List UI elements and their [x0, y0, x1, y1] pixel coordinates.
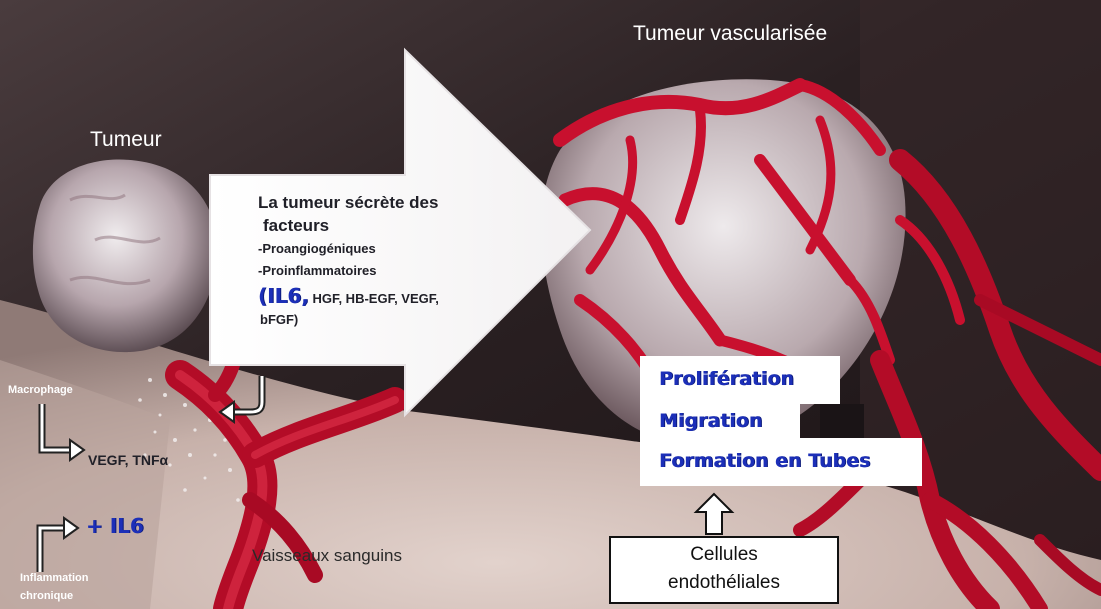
proliferation-label: Prolifération — [659, 368, 794, 390]
macrophage-label: Macrophage — [8, 384, 73, 396]
proangiogenic-label: -Proangiogéniques — [258, 241, 376, 256]
factors-line2: bFGF) — [260, 312, 298, 327]
tube-formation-label: Formation en Tubes — [659, 450, 870, 472]
endothelial-cells-box: Cellules endothéliales — [609, 536, 839, 604]
inflammation-label-line2: chronique — [20, 590, 73, 602]
factor-il6: (IL6, — [258, 284, 309, 308]
plus-il6-label: + IL6 — [86, 514, 144, 538]
secretion-line2: facteurs — [263, 216, 329, 236]
vegf-tnf-label: VEGF, TNFα — [88, 452, 168, 468]
migration-label: Migration — [659, 410, 762, 432]
blood-vessels-label: Vaisseaux sanguins — [252, 546, 402, 566]
box-gap-dark — [820, 404, 864, 438]
inflammation-label-line1: Inflammation — [20, 572, 88, 584]
endothelial-line2: endothéliales — [611, 572, 837, 594]
tumor-label: Tumeur — [90, 128, 162, 152]
proinflammatory-label: -Proinflammatoires — [258, 263, 376, 278]
endothelial-line1: Cellules — [611, 544, 837, 566]
small-tumor — [33, 160, 218, 353]
factors-line1: (IL6, HGF, HB-EGF, VEGF, — [258, 284, 439, 308]
secretion-line1: La tumeur sécrète des — [258, 193, 438, 213]
factor-list: HGF, HB-EGF, VEGF, — [309, 291, 439, 306]
vascularized-tumor-label: Tumeur vascularisée — [633, 22, 827, 46]
